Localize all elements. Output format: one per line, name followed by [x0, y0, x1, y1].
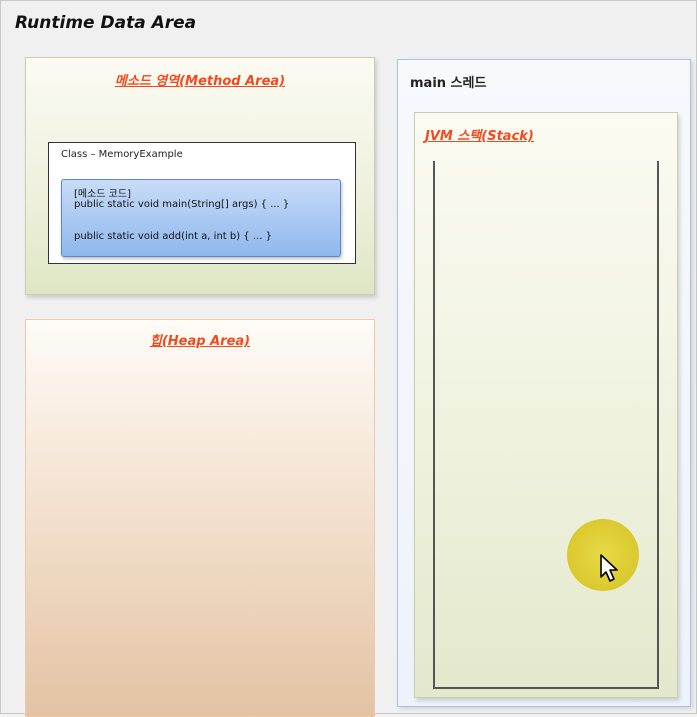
heap-area-box: 힙(Heap Area) [25, 319, 375, 717]
jvm-stack-label: JVM 스택(Stack) [425, 129, 534, 144]
method-code-box: [메소드 코드] public static void main(String[… [61, 179, 341, 257]
method-code-header: [메소드 코드] [74, 189, 131, 200]
class-name-label: Class – MemoryExample [61, 149, 183, 160]
method-area-box: 메소드 영역(Method Area) Class – MemoryExampl… [25, 57, 375, 295]
main-thread-box: main 스레드 JVM 스택(Stack) [397, 59, 691, 707]
heap-area-label: 힙(Heap Area) [149, 334, 251, 349]
stack-container-bracket [433, 161, 659, 689]
diagram-title: Runtime Data Area [15, 13, 197, 33]
main-thread-label: main 스레드 [410, 76, 487, 91]
cursor-highlight [567, 519, 639, 591]
mouse-pointer-icon [600, 554, 618, 582]
jvm-stack-box: JVM 스택(Stack) [414, 112, 678, 698]
method-area-label: 메소드 영역(Method Area) [114, 74, 286, 89]
add-method-line: public static void add(int a, int b) { .… [74, 231, 272, 242]
class-box: Class – MemoryExample [메소드 코드] public st… [48, 142, 356, 264]
main-method-line: public static void main(String[] args) {… [74, 199, 290, 210]
